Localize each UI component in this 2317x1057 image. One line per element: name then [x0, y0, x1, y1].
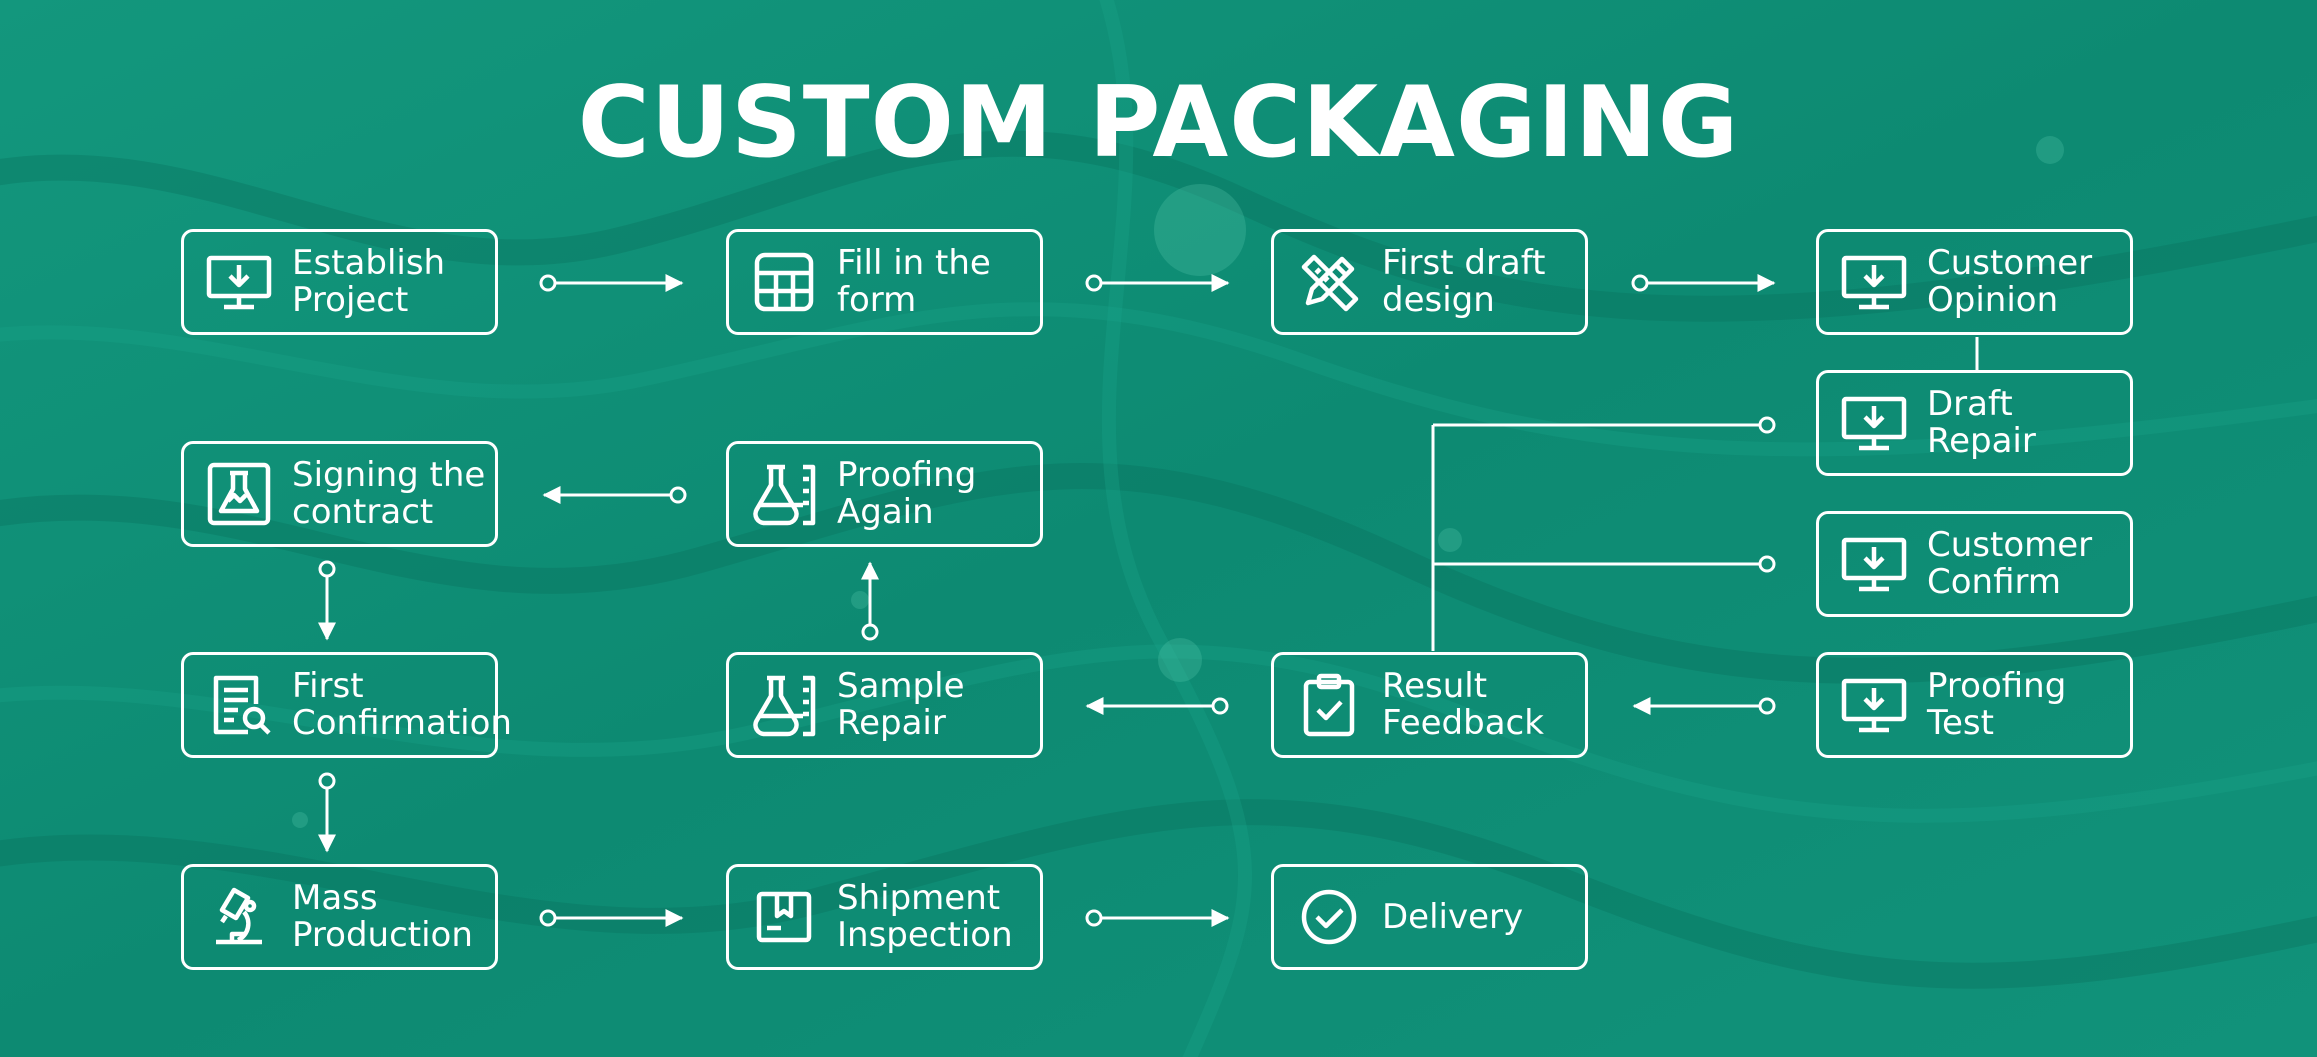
- pencil-ruler-icon: [1294, 247, 1364, 317]
- monitor-download-icon: [1839, 670, 1909, 740]
- step-establish-project: Establish Project: [181, 229, 498, 335]
- connector-dot: [318, 772, 336, 790]
- connector-dot: [539, 909, 557, 927]
- step-signing-contract: Signing the contract: [181, 441, 498, 547]
- connector-dot: [1085, 274, 1103, 292]
- table-grid-icon: [749, 247, 819, 317]
- step-label: Proofing Test: [1927, 666, 2067, 743]
- connector-dot: [669, 486, 687, 504]
- flask-ruler-icon: [749, 670, 819, 740]
- step-proofing-test: Proofing Test: [1816, 652, 2133, 758]
- check-circle-icon: [1294, 882, 1364, 952]
- step-label: Customer Opinion: [1927, 243, 2093, 320]
- step-result-feedback: Result Feedback: [1271, 652, 1588, 758]
- step-label: Proofing Again: [837, 455, 977, 532]
- step-label: Fill in the form: [837, 243, 991, 320]
- step-customer-opinion: Customer Opinion: [1816, 229, 2133, 335]
- step-proofing-again: Proofing Again: [726, 441, 1043, 547]
- connector-dot: [1631, 274, 1649, 292]
- step-label: First Confirmation: [292, 666, 512, 743]
- microscope-icon: [204, 882, 274, 952]
- clipboard-check-icon: [1294, 670, 1364, 740]
- monitor-download-icon: [1839, 247, 1909, 317]
- step-shipment-inspection: Shipment Inspection: [726, 864, 1043, 970]
- step-label: Shipment Inspection: [837, 878, 1013, 955]
- step-label: Sample Repair: [837, 666, 965, 743]
- connector-dot: [1758, 555, 1776, 573]
- step-first-draft-design: First draft design: [1271, 229, 1588, 335]
- monitor-download-icon: [204, 247, 274, 317]
- step-label: Draft Repair: [1927, 384, 2036, 461]
- step-draft-repair: Draft Repair: [1816, 370, 2133, 476]
- step-mass-production: Mass Production: [181, 864, 498, 970]
- step-label: Result Feedback: [1382, 666, 1544, 743]
- step-sample-repair: Sample Repair: [726, 652, 1043, 758]
- connector-dot: [539, 274, 557, 292]
- flask-ruler-icon: [749, 459, 819, 529]
- step-label: Signing the contract: [292, 455, 486, 532]
- step-label: First draft design: [1382, 243, 1546, 320]
- package-box-icon: [749, 882, 819, 952]
- connector-dot: [318, 560, 336, 578]
- step-first-confirmation: First Confirmation: [181, 652, 512, 758]
- monitor-download-icon: [1839, 388, 1909, 458]
- step-label: Mass Production: [292, 878, 473, 955]
- connector-dot: [1211, 697, 1229, 715]
- document-search-icon: [204, 670, 274, 740]
- page-title: CUSTOM PACKAGING: [577, 66, 1740, 180]
- step-label: Establish Project: [292, 243, 446, 320]
- step-delivery: Delivery: [1271, 864, 1588, 970]
- connector-dot: [861, 623, 879, 641]
- connector-dot: [1085, 909, 1103, 927]
- step-label: Delivery: [1382, 896, 1524, 937]
- step-label: Customer Confirm: [1927, 525, 2093, 602]
- step-customer-confirm: Customer Confirm: [1816, 511, 2133, 617]
- beaker-icon: [204, 459, 274, 529]
- connector-dot: [1758, 416, 1776, 434]
- monitor-download-icon: [1839, 529, 1909, 599]
- connector-dot: [1758, 697, 1776, 715]
- step-fill-in-form: Fill in the form: [726, 229, 1043, 335]
